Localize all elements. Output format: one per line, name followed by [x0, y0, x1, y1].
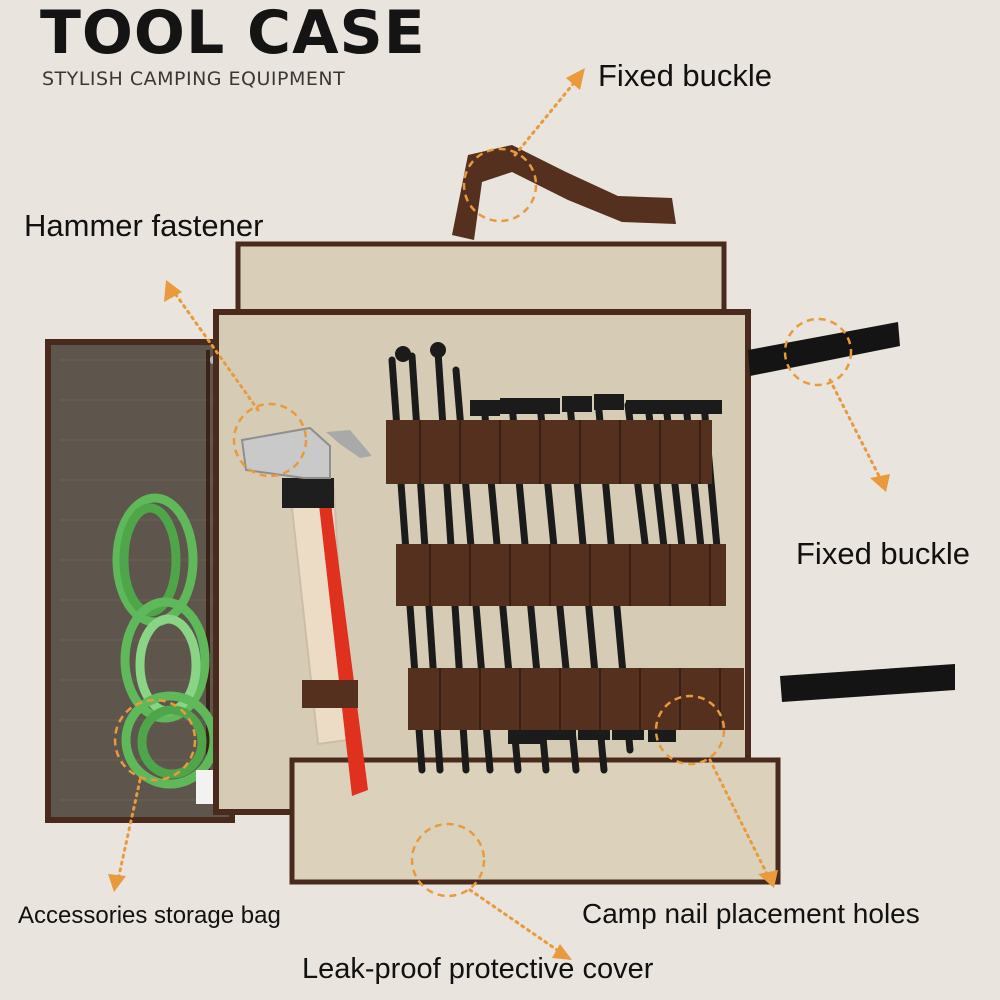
- callout-fixed-buckle-top: Fixed buckle: [598, 58, 773, 93]
- bottom-flap: [289, 757, 781, 885]
- callout-hammer-fastener: Hammer fastener: [24, 208, 264, 243]
- page-title: TOOL CASE: [40, 0, 426, 68]
- page-subtitle: STYLISH CAMPING EQUIPMENT: [42, 68, 346, 90]
- arrow-heads: [108, 68, 890, 960]
- callout-arrows: [116, 76, 882, 954]
- right-strap-top: [748, 322, 900, 376]
- right-strap-bottom: [780, 664, 955, 702]
- band-stitches: [419, 420, 721, 730]
- callout-leak-proof-cover: Leak-proof protective cover: [302, 953, 654, 985]
- callout-fixed-buckle-right: Fixed buckle: [796, 536, 971, 571]
- callout-camp-nail-placement-holes: Camp nail placement holes: [582, 898, 920, 929]
- hammer: [240, 426, 372, 796]
- callout-circles: [113, 147, 853, 898]
- green-rope: [112, 493, 219, 789]
- top-handle-strap: [452, 145, 676, 240]
- callout-accessories-storage-bag: Accessories storage bag: [18, 902, 281, 929]
